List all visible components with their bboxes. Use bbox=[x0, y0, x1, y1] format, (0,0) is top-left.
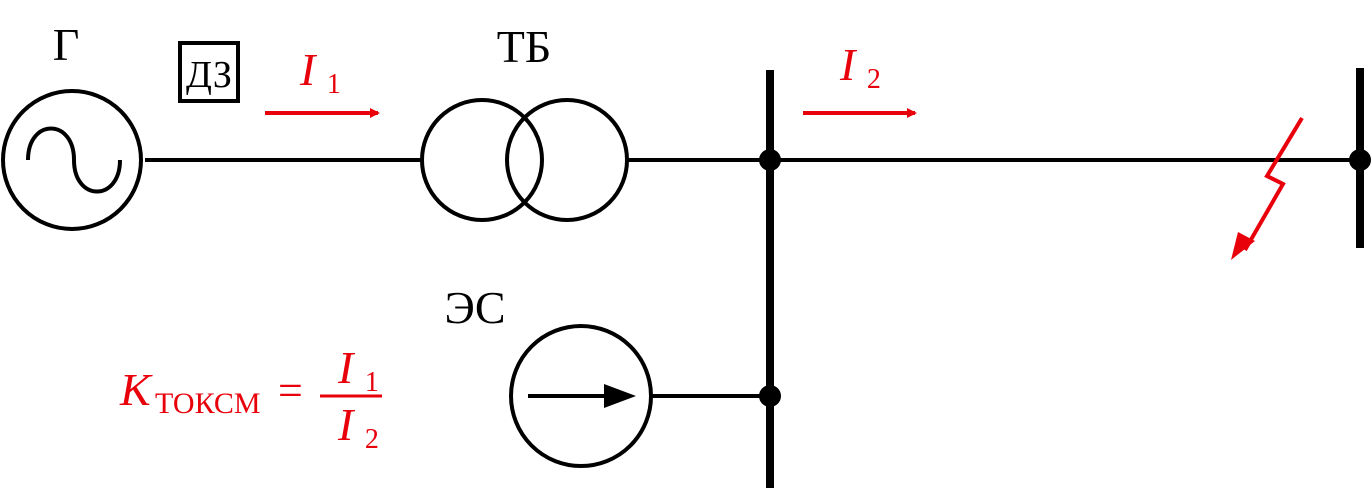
system-label: ЭС bbox=[444, 282, 505, 333]
bus-node-upper bbox=[759, 149, 781, 171]
current1-subscript: 1 bbox=[327, 69, 341, 100]
current1-label: I 1 bbox=[299, 44, 341, 100]
formula-denominator-subscript: 2 bbox=[365, 424, 379, 455]
current2-subscript: 2 bbox=[867, 64, 881, 95]
generator-icon bbox=[1, 89, 143, 231]
formula-denominator-symbol: I bbox=[337, 399, 356, 450]
transformer-icon bbox=[420, 98, 629, 222]
transformer-label: ТБ bbox=[497, 21, 552, 72]
fault-lightning-icon bbox=[1231, 116, 1304, 260]
current2-label: I 2 bbox=[839, 39, 881, 95]
protection-relay-box: ДЗ bbox=[178, 41, 240, 103]
formula-k-subscript: ТОКСМ bbox=[155, 387, 261, 420]
formula-numerator: I 1 bbox=[337, 342, 379, 398]
formula-coefficient: K ТОКСМ = I 1 I 2 bbox=[119, 342, 382, 455]
formula-equals: = bbox=[278, 366, 303, 415]
remote-bus-node bbox=[1349, 149, 1371, 171]
generator-label: Г bbox=[53, 19, 80, 70]
formula-denominator: I 2 bbox=[337, 399, 379, 455]
current1-symbol: I bbox=[299, 44, 318, 95]
power-system-source-icon bbox=[509, 324, 653, 468]
current2-symbol: I bbox=[839, 39, 858, 90]
formula-numerator-subscript: 1 bbox=[365, 367, 379, 398]
protection-label: ДЗ bbox=[186, 54, 232, 96]
formula-numerator-symbol: I bbox=[337, 342, 356, 393]
formula-k-symbol: K bbox=[119, 364, 153, 415]
